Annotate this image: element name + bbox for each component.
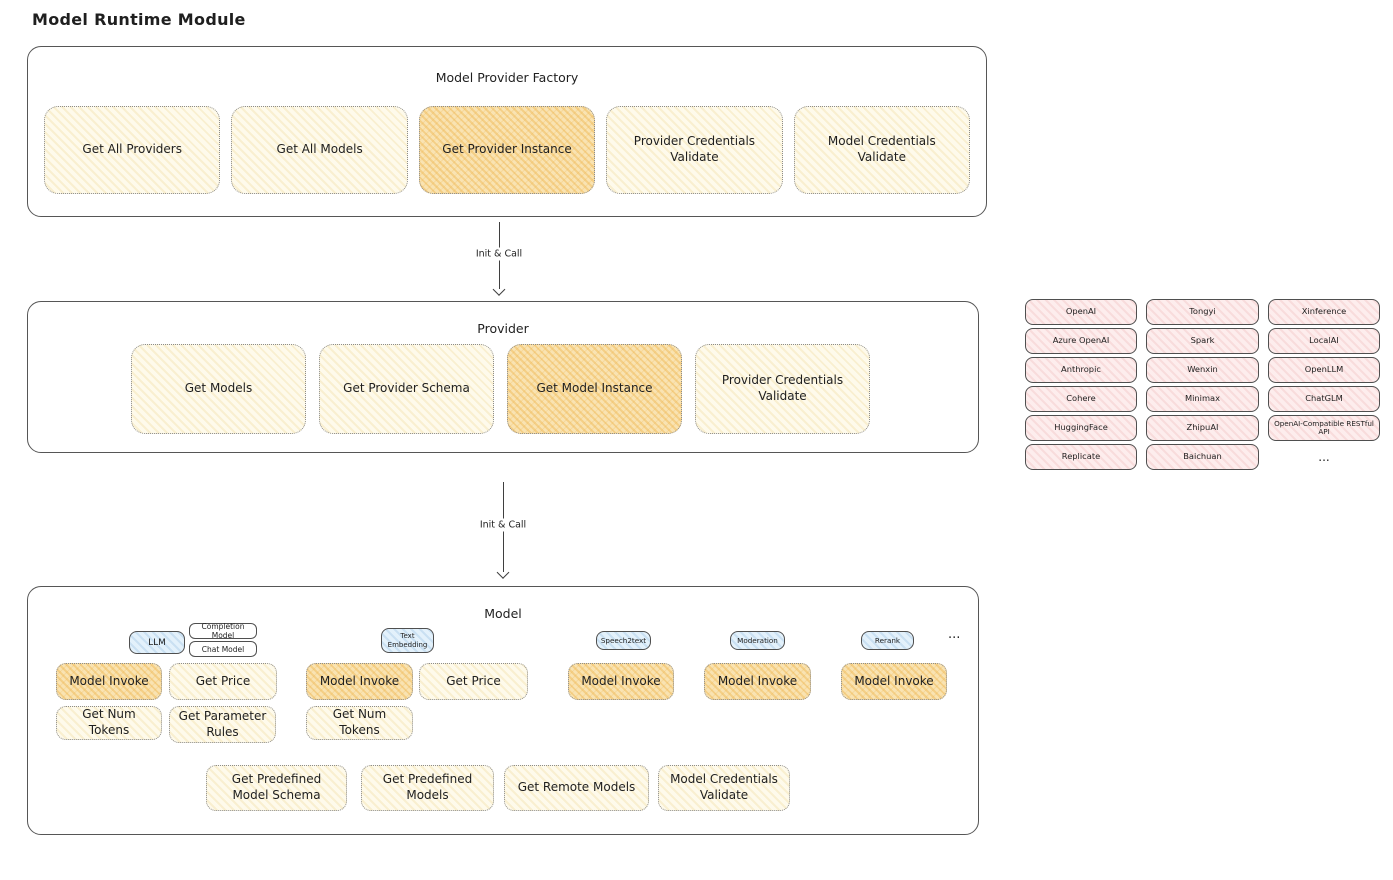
model-box-title: Model: [484, 606, 522, 621]
provider-pill-azure-openai: Azure OpenAI: [1025, 328, 1137, 354]
arrow-label: Init & Call: [470, 247, 528, 261]
tab-rerank: Rerank: [861, 631, 914, 650]
node-get-provider-schema: Get Provider Schema: [319, 344, 494, 434]
flow-arrow-init-call-2: Init & Call: [474, 482, 532, 579]
node-get-parameter-rules: Get Parameter Rules: [169, 706, 276, 743]
tab-moderation: Moderation: [730, 631, 785, 650]
provider-pill-minimax: Minimax: [1146, 386, 1259, 412]
node-get-models: Get Models: [131, 344, 306, 434]
node-embedding-model-invoke: Model Invoke: [306, 663, 413, 700]
provider-pill-chatglm: ChatGLM: [1268, 386, 1380, 412]
tab-llm: LLM: [129, 631, 185, 654]
node-model-credentials-validate-2: Model Credentials Validate: [658, 765, 790, 811]
provider-button-row: Get Models Get Provider Schema Get Model…: [131, 344, 870, 434]
provider-pill-baichuan: Baichuan: [1146, 444, 1259, 470]
node-provider-credentials-validate: Provider Credentials Validate: [606, 106, 783, 194]
provider-pill-xinference: Xinference: [1268, 299, 1380, 325]
node-embedding-get-num-tokens: Get Num Tokens: [306, 706, 413, 740]
node-provider-credentials-validate-2: Provider Credentials Validate: [695, 344, 870, 434]
node-get-predefined-models: Get Predefined Models: [361, 765, 494, 811]
provider-pill-zhipuai: ZhipuAI: [1146, 415, 1259, 441]
provider-pill-openai: OpenAI: [1025, 299, 1137, 325]
node-get-all-models: Get All Models: [231, 106, 408, 194]
provider-box-title: Provider: [477, 321, 529, 336]
node-llm-get-price: Get Price: [169, 663, 277, 700]
page-title: Model Runtime Module: [32, 10, 246, 29]
factory-box: Model Provider Factory Get All Providers…: [27, 46, 987, 217]
factory-button-row: Get All Providers Get All Models Get Pro…: [44, 106, 971, 194]
arrow-head-icon: [492, 283, 506, 296]
node-get-provider-instance: Get Provider Instance: [418, 106, 596, 194]
node-get-model-instance: Get Model Instance: [507, 344, 682, 434]
tabs-ellipsis: ...: [948, 627, 961, 642]
provider-pill-wenxin: Wenxin: [1146, 357, 1259, 383]
provider-pill-spark: Spark: [1146, 328, 1259, 354]
provider-pill-replicate: Replicate: [1025, 444, 1137, 470]
tab-text-embedding: Text Embedding: [381, 628, 434, 653]
provider-pill-openllm: OpenLLM: [1268, 357, 1380, 383]
node-moderation-model-invoke: Model Invoke: [704, 663, 811, 700]
node-llm-model-invoke: Model Invoke: [56, 663, 162, 700]
factory-box-title: Model Provider Factory: [435, 70, 579, 85]
provider-pill-tongyi: Tongyi: [1146, 299, 1259, 325]
tab-completion-model: Completion Model: [189, 622, 257, 640]
node-get-all-providers: Get All Providers: [44, 106, 221, 194]
provider-box: Provider Get Models Get Provider Schema …: [27, 301, 992, 466]
provider-list-ellipsis: ...: [1318, 450, 1330, 464]
tab-speech2text: Speech2text: [596, 631, 651, 650]
provider-pill-localai: LocalAI: [1268, 328, 1380, 354]
provider-pill-huggingface: HuggingFace: [1025, 415, 1137, 441]
node-speech2text-model-invoke: Model Invoke: [568, 663, 674, 700]
flow-arrow-init-call-1: Init & Call: [470, 222, 528, 296]
provider-pill-cohere: Cohere: [1025, 386, 1137, 412]
provider-list: OpenAI Tongyi Xinference Azure OpenAI Sp…: [1025, 299, 1380, 470]
node-llm-get-num-tokens: Get Num Tokens: [56, 706, 162, 740]
provider-pill-openai-compatible: OpenAI-Compatible RESTful API: [1268, 415, 1380, 441]
node-get-predefined-model-schema: Get Predefined Model Schema: [206, 765, 347, 811]
arrow-label: Init & Call: [474, 518, 532, 532]
tab-chat-model: Chat Model: [189, 641, 257, 657]
node-rerank-model-invoke: Model Invoke: [841, 663, 947, 700]
arrow-head-icon: [496, 566, 510, 579]
provider-pill-anthropic: Anthropic: [1025, 357, 1137, 383]
node-embedding-get-price: Get Price: [419, 663, 528, 700]
node-model-credentials-validate: Model Credentials Validate: [793, 106, 971, 194]
node-get-remote-models: Get Remote Models: [504, 765, 649, 811]
model-box: Model LLM Completion Model Chat Model Te…: [27, 586, 992, 848]
